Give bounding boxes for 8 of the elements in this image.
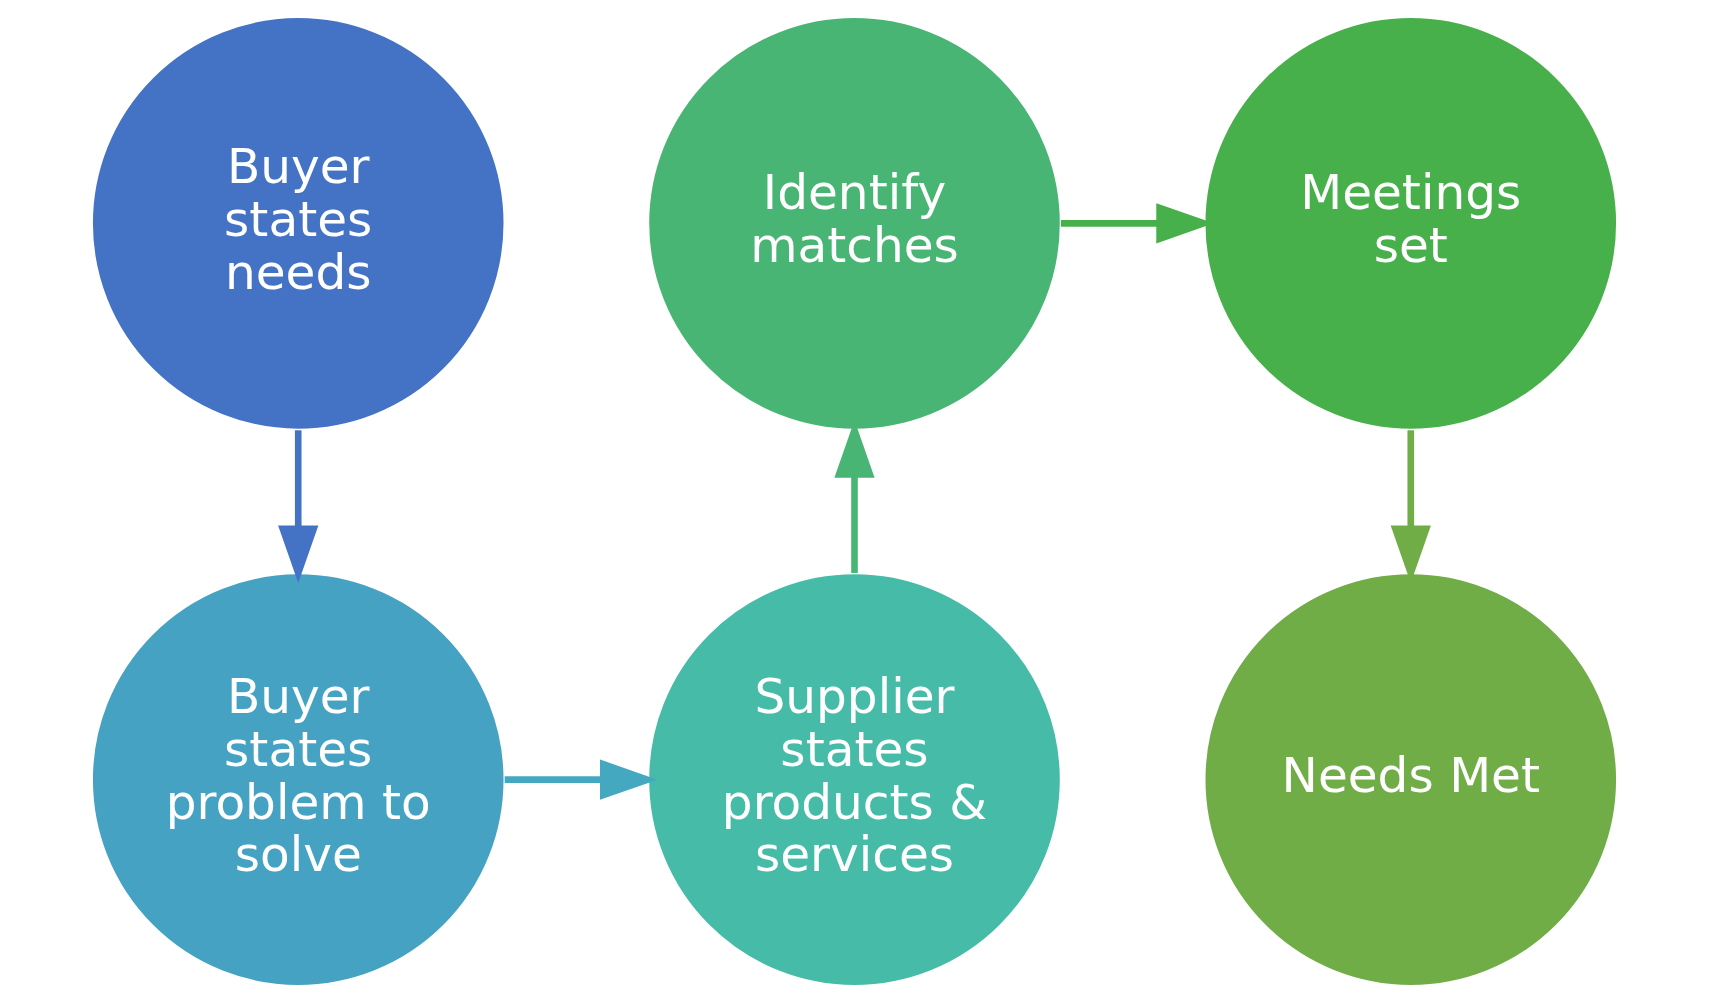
node-circle: Identify matches [647, 15, 1062, 431]
node-circle: Meetings set [1203, 15, 1619, 431]
node-circle: Needs Met [1203, 572, 1619, 988]
arrow [278, 430, 319, 584]
node-circle: Buyer states problem to solve [90, 572, 506, 988]
arrow [504, 759, 658, 800]
node-circle: Buyer states needs [90, 15, 506, 431]
node-circle: Supplier states products & services [647, 572, 1062, 988]
